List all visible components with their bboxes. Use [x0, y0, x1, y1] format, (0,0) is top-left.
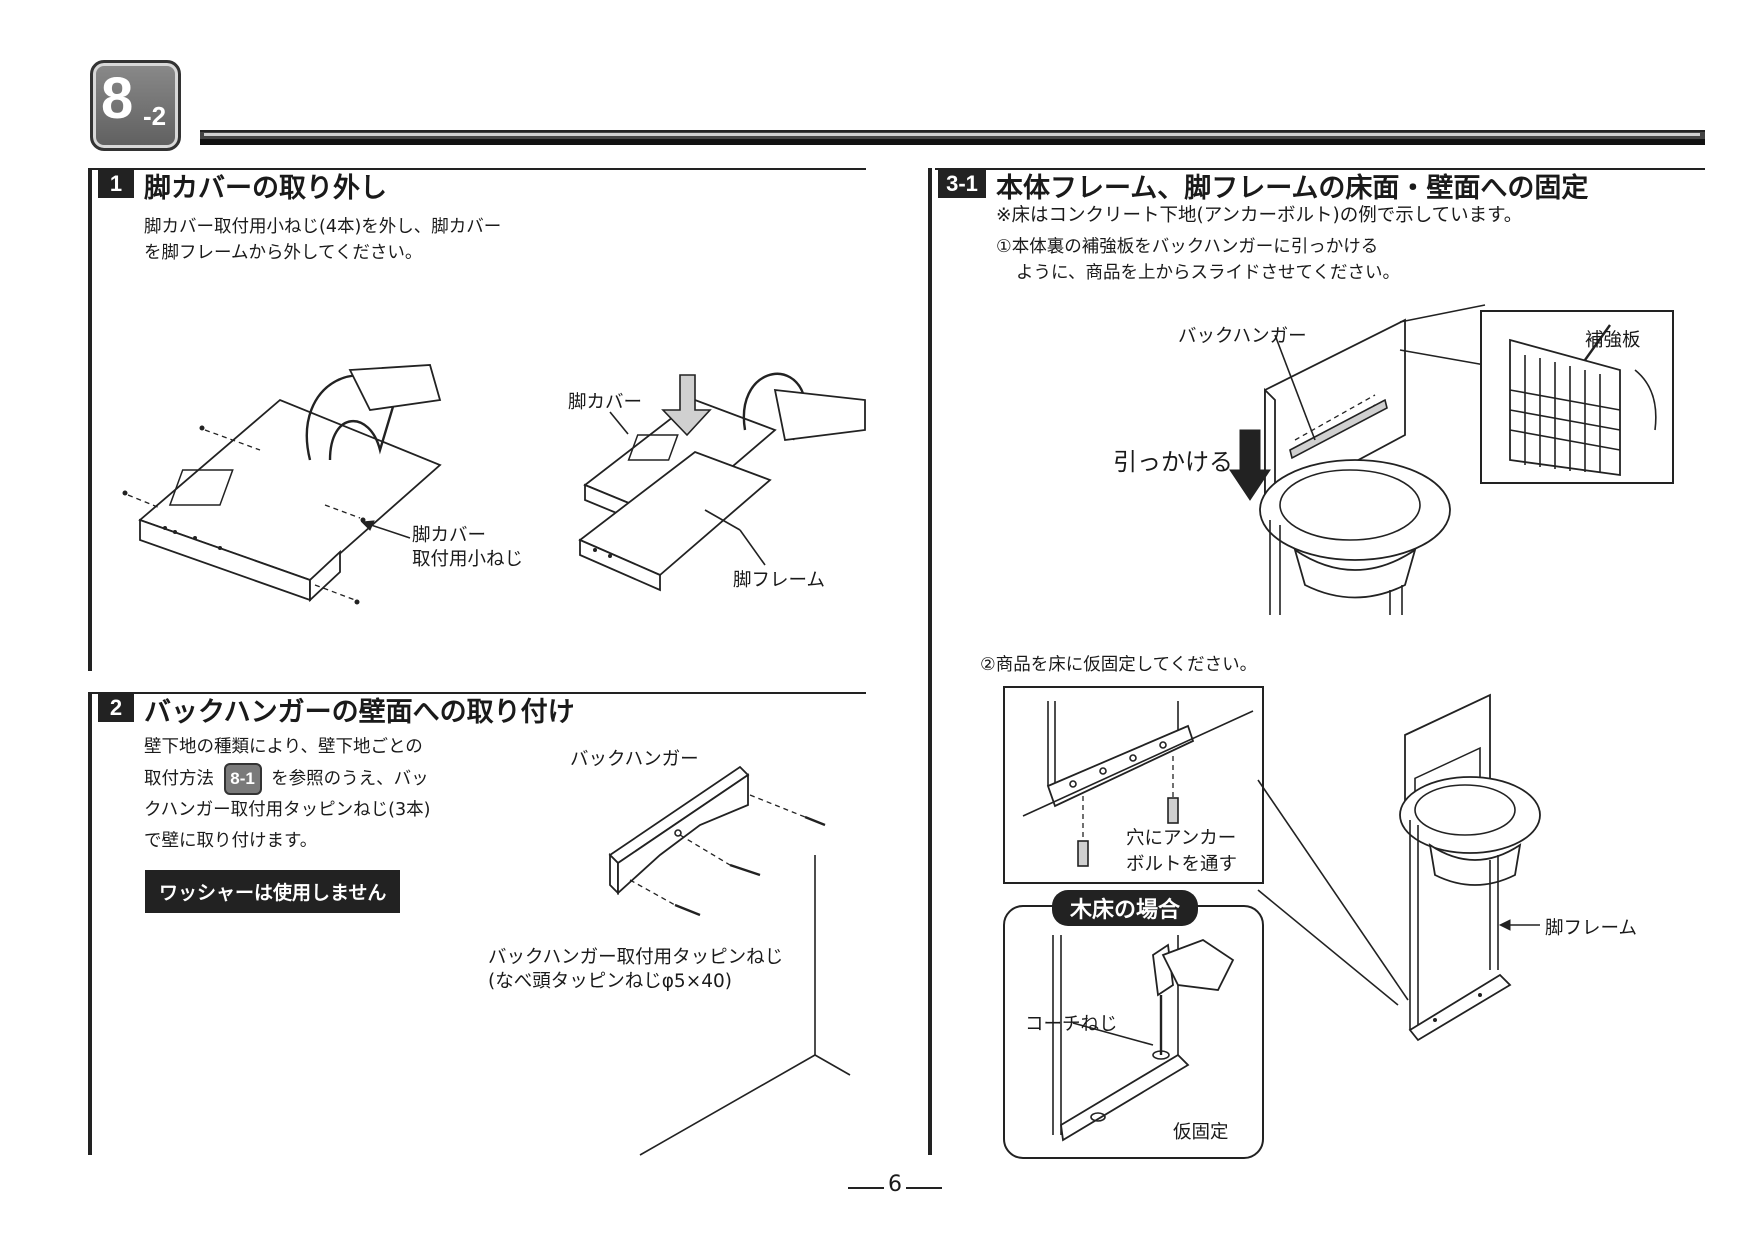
s3-hook-label: 引っかける	[1113, 448, 1233, 476]
section1-title: 脚カバーの取り外し	[144, 173, 387, 204]
section3-step1-line2: ように、商品を上からスライドさせてください。	[1016, 263, 1400, 283]
coach-screw-illustration	[1052, 935, 1235, 1142]
section1-body-line2: を脚フレームから外してください。	[144, 243, 423, 263]
reinforce-plate-illustration	[1509, 324, 1657, 477]
s3-hanger-label: バックハンガー	[1178, 326, 1307, 347]
anchor-bolt-illustration	[1022, 701, 1254, 867]
s1-frame-label: 脚フレーム	[733, 570, 825, 591]
s3-leg-frame-label: 脚フレーム	[1545, 918, 1637, 939]
page-number-dash-right	[906, 1187, 942, 1189]
s1-cover-label: 脚カバー	[568, 392, 643, 413]
section2-body-line2-post: を参照のうえ、バッ	[271, 769, 429, 789]
section2-left-border	[88, 692, 92, 1155]
section2-body-line1: 壁下地の種類により、壁下地ごとの	[144, 737, 423, 757]
section1-body-line1: 脚カバー取付用小ねじ(4本)を外し、脚カバー	[144, 217, 502, 237]
inset-leader-lines	[1257, 779, 1409, 1006]
page-number: 6	[888, 1172, 902, 1197]
chapter-sub-number: -2	[143, 101, 167, 131]
section3-note: ※床はコンクリート下地(アンカーボルト)の例で示しています。	[996, 205, 1523, 226]
anchor-inset-frame	[1003, 686, 1264, 884]
section2-body-line3: クハンガー取付用タッピンねじ(3本)	[144, 800, 431, 820]
s3-reinforce-label: 補強板	[1585, 330, 1641, 351]
s3-anchor-label-line2: ボルトを通す	[1126, 854, 1238, 875]
section2-number: 2	[98, 694, 134, 722]
section1-number: 1	[98, 170, 134, 198]
leg-cover-assembled-illustration	[122, 364, 442, 605]
s1-screw-label-line1: 脚カバー	[412, 525, 487, 546]
s1-cover-leader	[609, 411, 629, 435]
washer-warning-box: ワッシャーは使用しません	[145, 870, 401, 913]
wood-floor-inset-frame	[1003, 905, 1264, 1159]
s1-frame-leader	[739, 529, 766, 566]
s2-hanger-label: バックハンガー	[570, 749, 699, 770]
section2-body-line2-pre: 取付方法	[144, 769, 214, 789]
section1-left-border	[88, 168, 92, 671]
leg-cover-removed-illustration	[578, 372, 866, 592]
back-hanger-illustration	[608, 765, 851, 1156]
header-rule-highlight	[204, 133, 1700, 136]
section1-rule	[90, 168, 866, 170]
page-number-dash-left	[848, 1187, 884, 1189]
unit-slide-illustration	[1229, 304, 1486, 615]
s1-screw-label-line2: 取付用小ねじ	[412, 549, 524, 570]
s2-screw-label-line1: バックハンガー取付用タッピンねじ	[488, 947, 784, 968]
section2-body-line2: 取付方法 8-1 を参照のうえ、バッ	[144, 763, 429, 795]
reference-badge-8-1[interactable]: 8-1	[223, 763, 262, 795]
s3-coach-label: コーチねじ	[1025, 1014, 1118, 1035]
wood-floor-label: 木床の場合	[1052, 890, 1199, 926]
s3-anchor-label-line1: 穴にアンカー	[1126, 828, 1237, 849]
chapter-badge: 8 -2	[90, 60, 181, 151]
section3-rule	[935, 168, 1705, 170]
full-unit-illustration	[1399, 693, 1541, 1042]
s3-temp-fix-label: 仮固定	[1173, 1122, 1229, 1143]
section2-rule	[90, 692, 866, 694]
section3-left-border	[928, 168, 932, 1155]
chapter-number: 8	[101, 66, 134, 131]
section3-step2: ②商品を床に仮固定してください。	[980, 655, 1258, 675]
section3-step1-line1: ①本体裏の補強板をバックハンガーに引っかける	[996, 237, 1379, 257]
section3-number: 3-1	[938, 170, 986, 198]
s2-screw-label-line2: (なべ頭タッピンねじφ5×40)	[488, 971, 732, 992]
section2-body-line4: で壁に取り付けます。	[144, 831, 318, 851]
section2-title: バックハンガーの壁面への取り付け	[144, 697, 575, 728]
section3-title: 本体フレーム、脚フレームの床面・壁面への固定	[996, 173, 1589, 204]
